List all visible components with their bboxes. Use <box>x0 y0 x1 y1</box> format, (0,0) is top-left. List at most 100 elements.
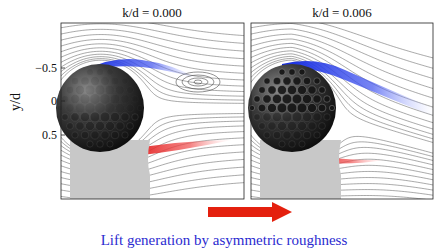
dimple <box>90 112 100 122</box>
dimple <box>57 105 62 110</box>
dimple <box>85 103 95 113</box>
panel-frame <box>61 23 244 199</box>
dimple <box>91 77 99 85</box>
dimple <box>272 112 281 121</box>
dimple <box>137 105 142 110</box>
streamlines <box>61 23 244 199</box>
dimple <box>324 96 331 103</box>
dimple <box>314 132 320 138</box>
caption: Lift generation by asymmetric roughness <box>101 233 348 248</box>
dimple <box>95 121 104 130</box>
dimple <box>318 104 326 112</box>
dimple <box>272 94 281 103</box>
streamline <box>61 23 244 36</box>
dimple <box>80 112 89 121</box>
dimple <box>107 141 113 147</box>
dimple <box>264 132 270 138</box>
dimple <box>287 103 297 113</box>
dimple <box>287 121 296 130</box>
dimple <box>122 132 128 138</box>
dimple <box>107 69 113 75</box>
dimple <box>283 131 291 139</box>
dimple <box>115 103 124 112</box>
dimple <box>105 121 114 130</box>
dimple <box>100 112 110 122</box>
streamline <box>61 24 244 44</box>
dimple <box>111 77 119 85</box>
dimple <box>121 95 129 103</box>
axis-title: y/d <box>9 93 23 111</box>
dimple <box>91 131 99 139</box>
dimple <box>297 121 306 130</box>
dimple <box>81 131 89 139</box>
tick-label: 0.5 <box>42 129 57 141</box>
recirculation-streamline <box>176 72 220 92</box>
dimple <box>97 141 104 148</box>
tick-label: 0 <box>51 95 57 107</box>
panel-title: k/d = 0.006 <box>312 6 372 19</box>
dimple <box>267 103 276 112</box>
dimple <box>308 122 316 130</box>
dimple <box>277 103 287 113</box>
dimple <box>132 96 139 103</box>
dimple <box>249 105 254 110</box>
dimple <box>279 69 285 75</box>
dimple <box>76 122 84 130</box>
dimple <box>277 85 286 94</box>
dimple <box>87 69 93 75</box>
dimple <box>67 87 74 94</box>
golf-ball <box>248 64 336 152</box>
dimple <box>282 94 292 104</box>
dimple <box>90 94 100 104</box>
dimple <box>277 121 286 130</box>
dimple <box>71 113 79 121</box>
dimple <box>87 141 93 147</box>
streamline <box>61 59 244 101</box>
dimple <box>259 123 266 130</box>
dimple <box>303 131 311 139</box>
dimple <box>121 113 129 121</box>
axis-ticks <box>61 68 65 135</box>
dimple <box>273 131 281 139</box>
dimple <box>314 78 320 84</box>
dimple <box>313 113 321 121</box>
dimple <box>80 94 89 103</box>
dimple <box>263 113 271 121</box>
dimple <box>127 123 134 130</box>
dimple <box>116 86 124 94</box>
dimple <box>254 96 261 103</box>
tick-label: −0.5 <box>35 62 57 74</box>
dimple <box>287 85 296 94</box>
dimple <box>75 103 84 112</box>
dimple <box>100 94 110 104</box>
direction-arrow <box>208 202 292 222</box>
dimple <box>273 77 281 85</box>
recirculation-streamline <box>194 80 202 84</box>
dimple <box>299 141 305 147</box>
dimple <box>324 114 331 121</box>
dimple <box>71 95 79 103</box>
dimple <box>110 94 119 103</box>
dimple <box>292 112 302 122</box>
dimple <box>289 69 296 76</box>
dimple <box>268 86 276 94</box>
dimple <box>282 112 292 122</box>
streamline <box>251 24 433 70</box>
dimple <box>110 112 119 121</box>
dimple <box>308 86 316 94</box>
dimple <box>263 95 271 103</box>
dimple <box>303 77 311 85</box>
dimple <box>95 103 105 113</box>
dimple <box>72 132 78 138</box>
dimple <box>126 104 134 112</box>
dimple <box>101 77 109 85</box>
dimple <box>127 87 134 94</box>
dimple <box>254 114 261 121</box>
dimple <box>85 121 94 130</box>
dimple <box>85 85 94 94</box>
streamline <box>251 51 433 125</box>
dimple <box>292 94 302 104</box>
dimple <box>299 69 305 75</box>
